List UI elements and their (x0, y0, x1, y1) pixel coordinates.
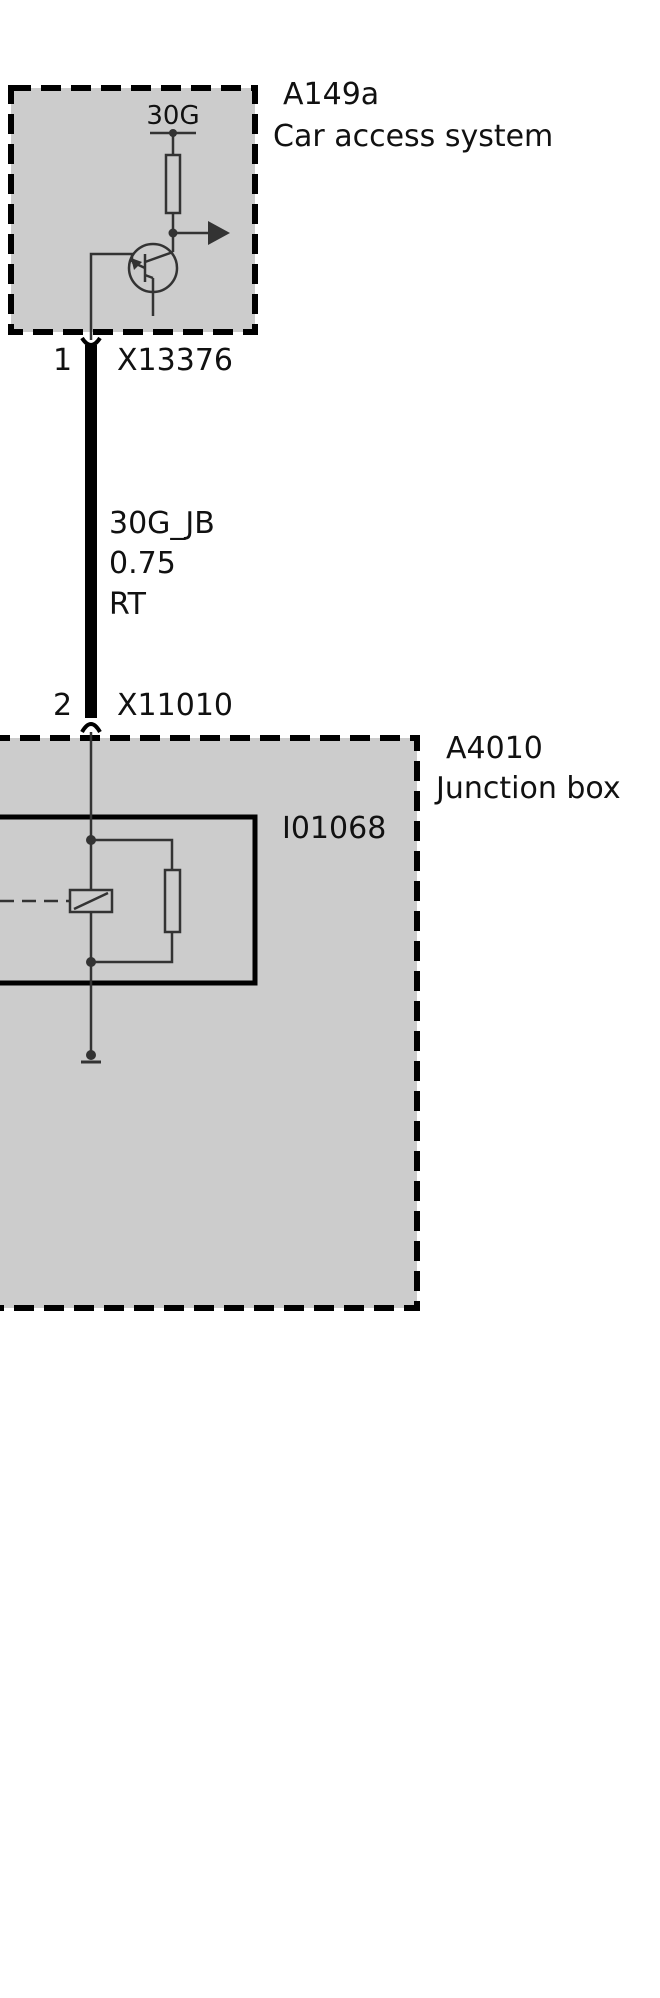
pullup-resistor-icon (164, 153, 182, 215)
supply-30g-label: 30G (146, 101, 199, 131)
relay-coil-icon (68, 888, 114, 914)
connector-bottom-id: X11010 (117, 688, 233, 723)
transistor-icon (127, 242, 179, 316)
junction-box-module-box (0, 735, 420, 1311)
wire-signal-label: 30G_JB (109, 506, 215, 541)
car-access-module-box (8, 85, 258, 335)
junction-box-module-id: A4010 (446, 731, 543, 766)
car-access-module: 30G (8, 85, 258, 340)
connector-bottom-pin: 2 (53, 688, 72, 723)
internal-wire-top (89, 252, 134, 340)
connector-bottom-cup-icon (80, 722, 102, 734)
junction-box-module-name: Junction box (434, 771, 621, 806)
relay-resistor-icon (163, 868, 182, 934)
car-access-module-id: A149a (283, 77, 379, 112)
wire-color-label: RT (109, 587, 147, 622)
ground-icon (81, 1050, 101, 1064)
connector-top-pin: 1 (53, 343, 72, 378)
connector-top-id: X13376 (117, 343, 233, 378)
relay-id-label: I01068 (282, 811, 386, 846)
wire-gauge-label: 0.75 (109, 546, 176, 581)
output-arrow-icon (173, 221, 230, 245)
supply-30g-symbol (150, 129, 196, 155)
car-access-module-name: Car access system (273, 119, 553, 154)
relay-box (0, 814, 258, 986)
junction-box-module (0, 732, 420, 1311)
